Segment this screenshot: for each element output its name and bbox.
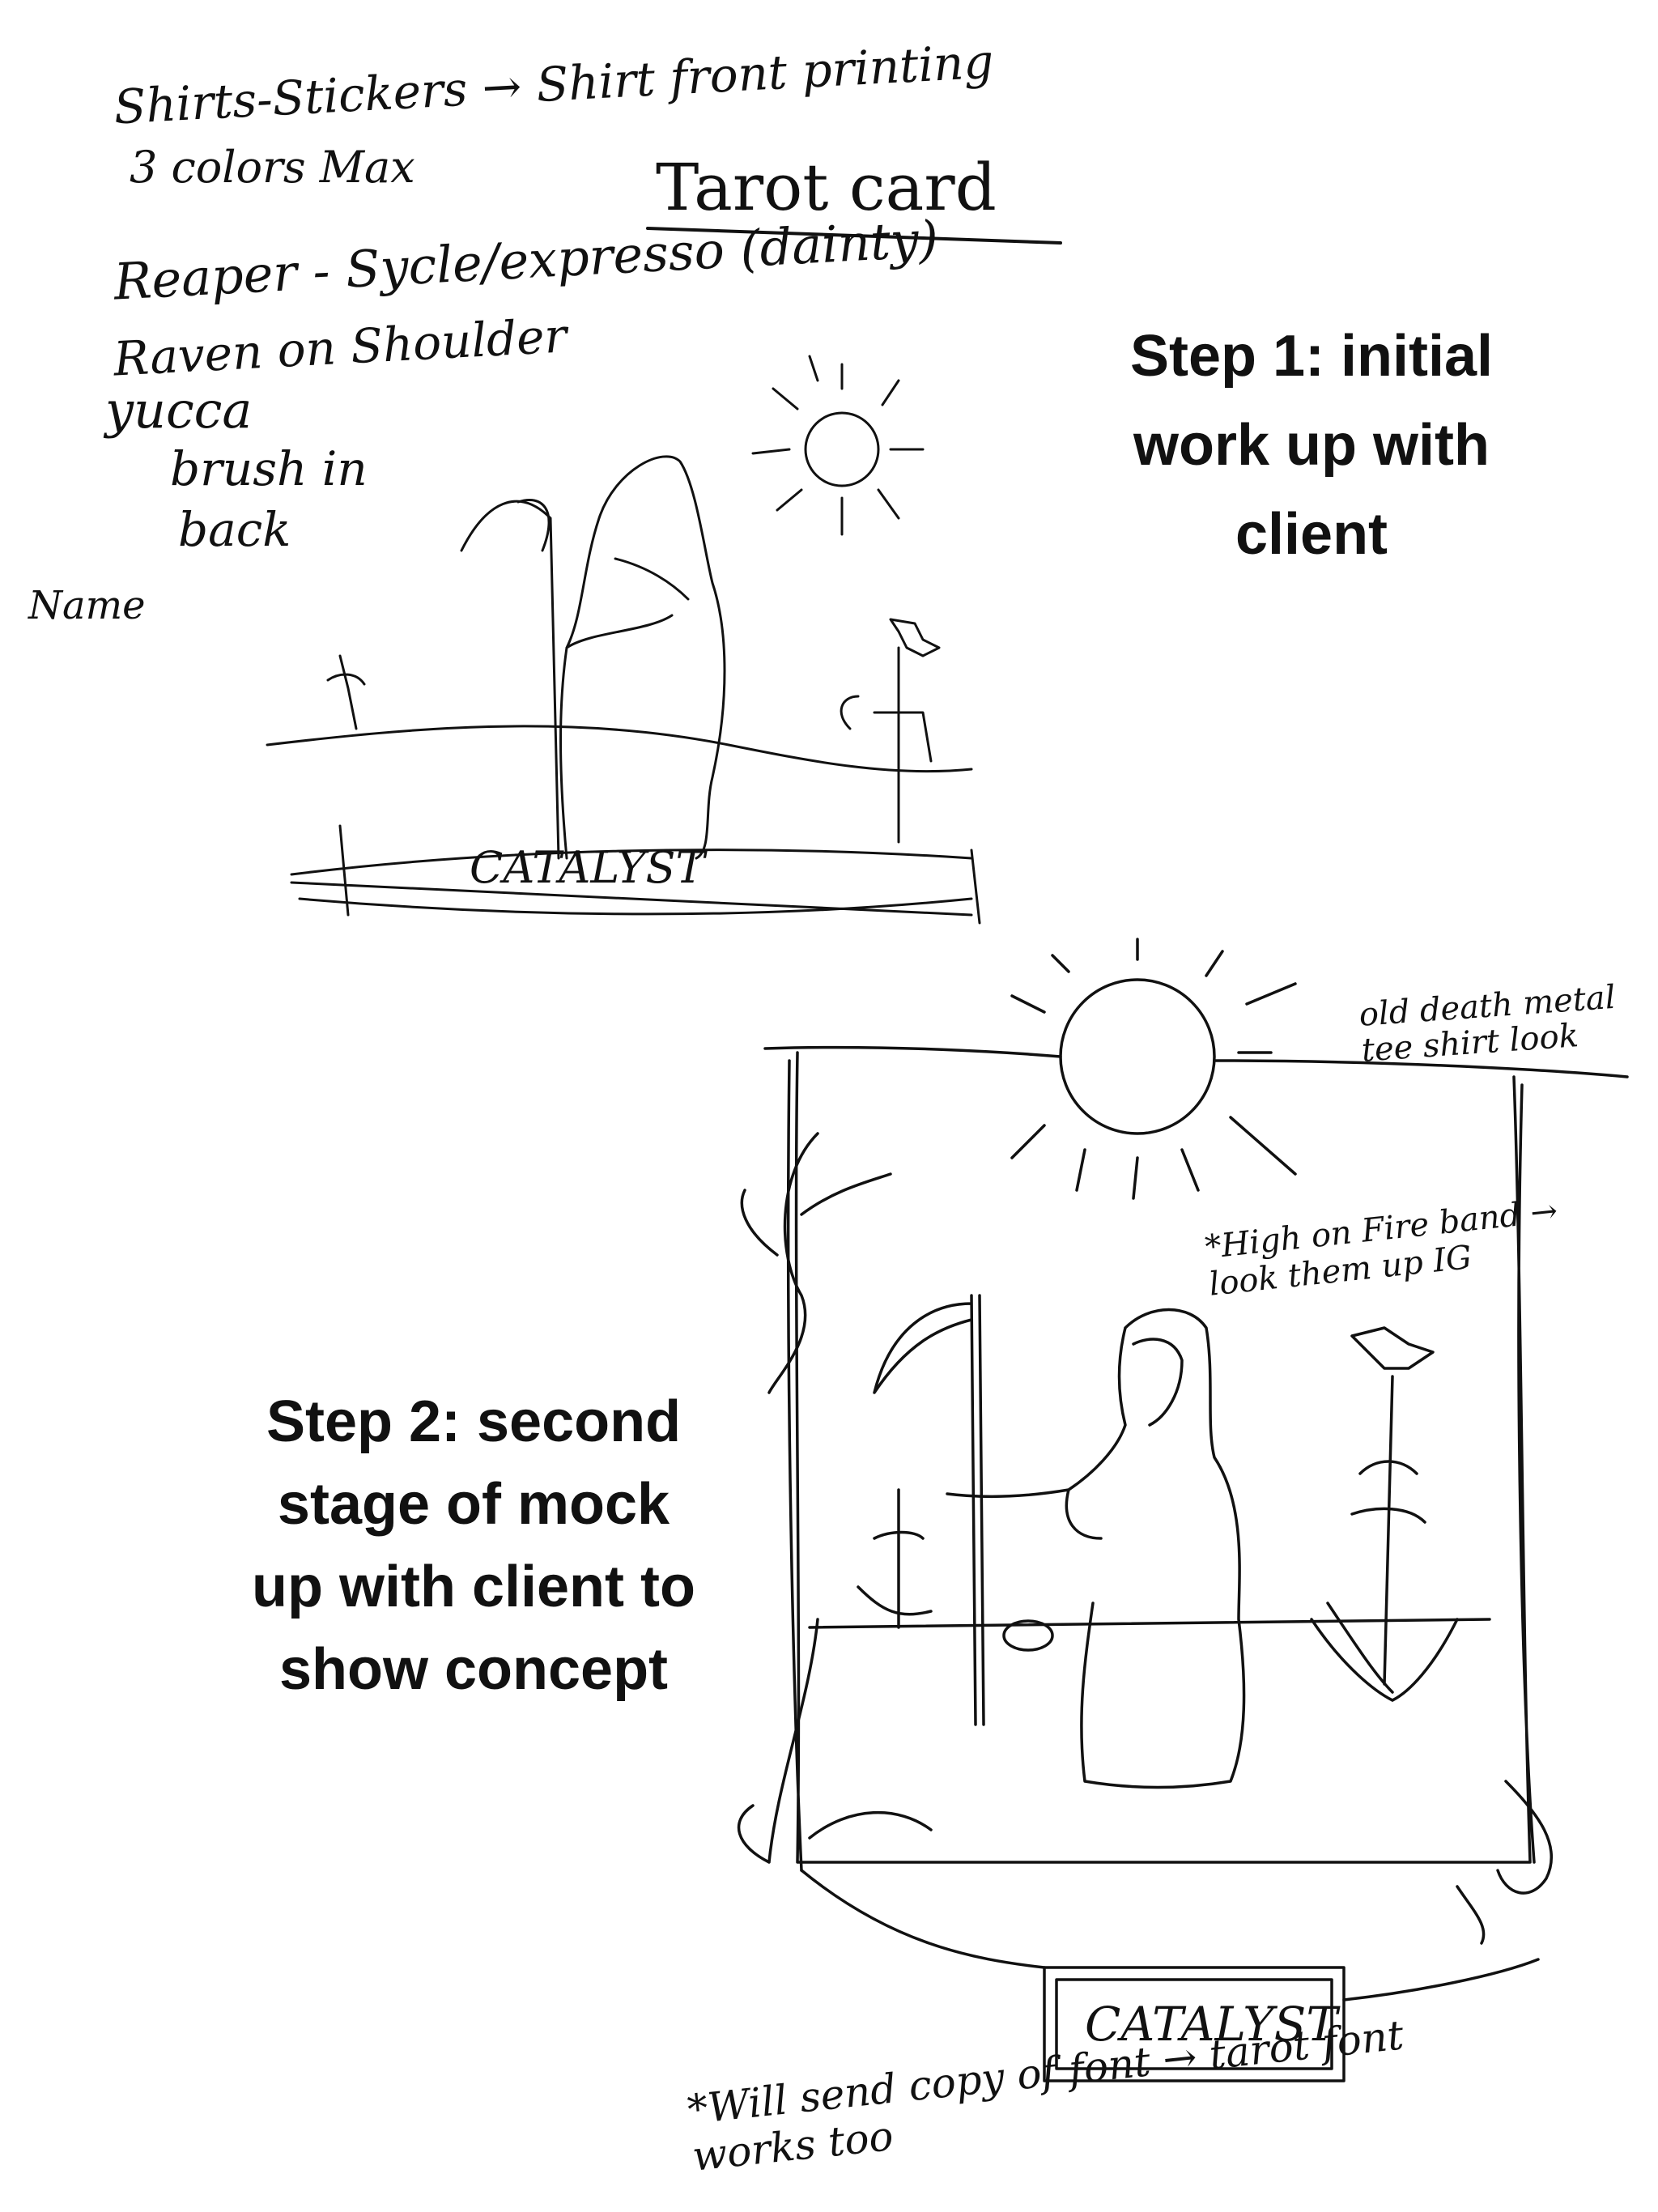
- step2-reaper-hood: [1132, 1338, 1184, 1427]
- step2-top-line: [763, 1045, 1629, 1078]
- step1-label: Step 1: initial work up with client: [1129, 324, 1494, 567]
- step1-yucca: [840, 646, 933, 844]
- step2-vine-right: [1456, 1780, 1554, 1945]
- step1-horizon: [266, 725, 973, 773]
- step1-small-plant: [326, 654, 366, 730]
- step1-sketch-text: CATALYST: [470, 842, 708, 893]
- step2-plaque-text: CATALYST: [1085, 1997, 1341, 2052]
- step2-plaque-line: [800, 1869, 1540, 2001]
- step2-sketch: CATALYST: [737, 938, 1629, 2082]
- note-brush-in: brush in: [170, 441, 368, 496]
- step2-sun: [1059, 978, 1216, 1135]
- step2-raven: [1350, 1326, 1435, 1370]
- step1-scythe: [460, 499, 560, 860]
- step2-sun-rays: [1010, 938, 1297, 1200]
- step2-card-frame: [786, 1051, 1536, 1872]
- step1-sketch: CATALYST: [266, 355, 981, 925]
- note-back: back: [178, 502, 291, 557]
- step2-yucca: [1310, 1375, 1459, 1702]
- tarot-underline: [646, 227, 1062, 245]
- note-three-colors: 3 colors Max: [130, 142, 415, 193]
- step2-vine-left: [737, 1132, 933, 1864]
- step1-reaper: [559, 455, 726, 860]
- step2-scythe: [873, 1294, 985, 1726]
- step2-small-object: [1002, 1619, 1054, 1652]
- step1-raven: [889, 618, 941, 657]
- note-yucca: yucca: [105, 381, 253, 440]
- step2-label: Step 2: second stage of mock up with cli…: [252, 1389, 695, 1702]
- step2-reaper: [946, 1308, 1246, 1789]
- step1-ground: [290, 824, 981, 925]
- step2-plaque-inner: [1055, 1978, 1333, 2070]
- step2-left-plant: [857, 1488, 933, 1629]
- step2-plaque: [1043, 1966, 1346, 2082]
- note-tarot-card: Tarot card: [656, 150, 997, 225]
- note-name: Name: [28, 583, 146, 628]
- step1-sun: [804, 411, 880, 487]
- step1-sun-rays: [751, 355, 925, 536]
- step2-ground: [808, 1618, 1491, 1629]
